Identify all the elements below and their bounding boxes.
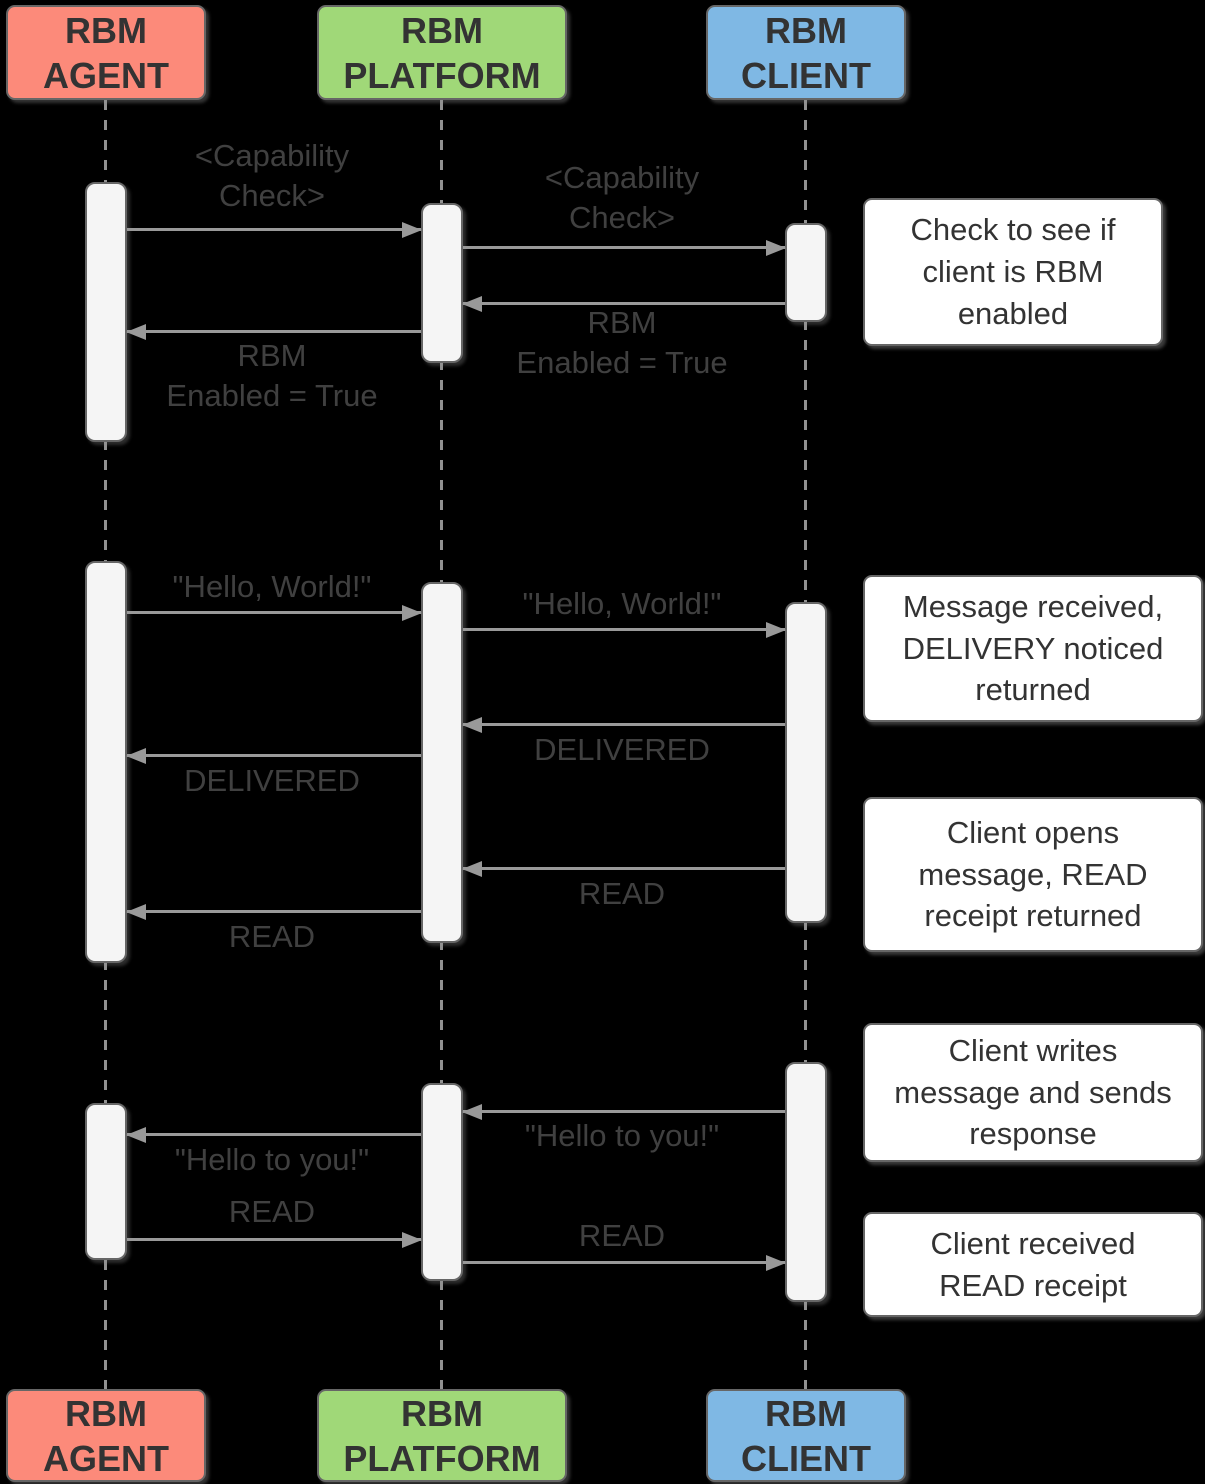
note-capability-check: Check to see if client is RBM enabled: [863, 198, 1163, 346]
arrow-rbm-enabled-client-to-platform: [462, 296, 785, 312]
note-delivery-notice: Message received, DELIVERY noticed retur…: [863, 575, 1203, 722]
arrow-rbm-enabled-platform-to-agent: [126, 324, 421, 340]
actor-rbm-platform-bottom: RBM PLATFORM: [317, 1389, 567, 1482]
activation-client-3: [785, 1062, 827, 1302]
activation-agent-3: [85, 1103, 127, 1260]
label-read-3: READ: [228, 1194, 316, 1229]
label-rbm-enabled-2: RBM Enabled = True: [166, 338, 378, 413]
actor-rbm-agent-bottom: RBM AGENT: [6, 1389, 206, 1482]
actor-rbm-client-top: RBM CLIENT: [706, 5, 906, 100]
arrow-capability-check-platform-to-client: [463, 240, 786, 256]
arrow-hello-world-platform-to-client: [463, 622, 786, 638]
label-hello-to-you-2: "Hello to you!": [174, 1142, 370, 1177]
label-capability-check-2: <Capability Check>: [544, 160, 700, 235]
label-hello-to-you-1: "Hello to you!": [524, 1118, 720, 1153]
arrow-capability-check-agent-to-platform: [127, 222, 422, 238]
arrow-hello-to-you-client-to-platform: [462, 1104, 785, 1120]
note-client-response: Client writes message and sends response: [863, 1023, 1203, 1162]
arrow-read-agent-to-platform: [127, 1232, 422, 1248]
arrow-delivered-client-to-platform: [462, 717, 785, 733]
label-read-2: READ: [228, 919, 316, 954]
activation-platform-1: [421, 203, 463, 363]
label-read-4: READ: [578, 1218, 666, 1253]
note-read-receipt: Client opens message, READ receipt retur…: [863, 797, 1203, 952]
activation-agent-1: [85, 182, 127, 442]
arrow-read-client-to-platform: [462, 861, 785, 877]
note-read-received: Client received READ receipt: [863, 1212, 1203, 1317]
activation-platform-3: [421, 1083, 463, 1281]
arrow-read-platform-to-agent: [126, 904, 421, 920]
arrow-delivered-platform-to-agent: [126, 748, 421, 764]
actor-rbm-agent-top: RBM AGENT: [6, 5, 206, 100]
label-hello-world-1: "Hello, World!": [172, 569, 372, 604]
activation-client-1: [785, 223, 827, 322]
activation-platform-2: [421, 582, 463, 943]
label-delivered-1: DELIVERED: [534, 732, 710, 767]
label-hello-world-2: "Hello, World!": [522, 586, 722, 621]
label-rbm-enabled-1: RBM Enabled = True: [516, 305, 728, 380]
label-capability-check-1: <Capability Check>: [194, 138, 350, 213]
arrow-read-platform-to-client: [463, 1255, 786, 1271]
actor-rbm-platform-top: RBM PLATFORM: [317, 5, 567, 100]
arrow-hello-to-you-platform-to-agent: [126, 1127, 421, 1143]
label-read-1: READ: [578, 876, 666, 911]
actor-rbm-client-bottom: RBM CLIENT: [706, 1389, 906, 1482]
activation-agent-2: [85, 561, 127, 963]
arrow-hello-world-agent-to-platform: [127, 605, 422, 621]
label-delivered-2: DELIVERED: [184, 763, 360, 798]
activation-client-2: [785, 602, 827, 923]
